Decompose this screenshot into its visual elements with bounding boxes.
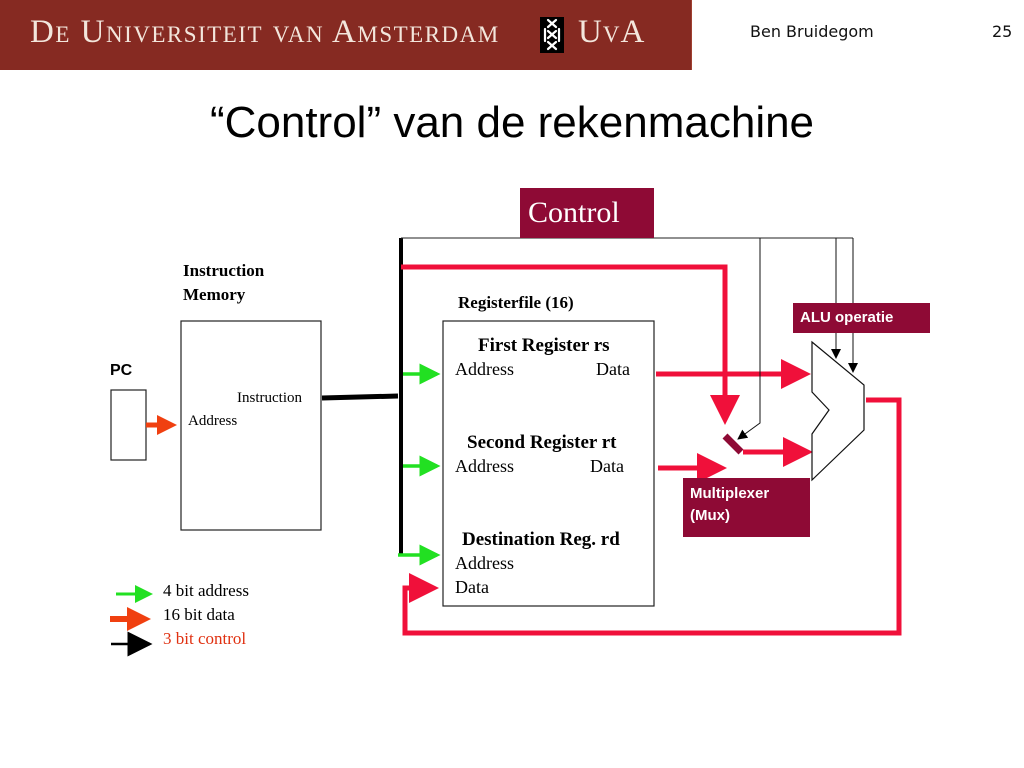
rs-data-label: Data (596, 359, 630, 379)
multiplexer-box: Multiplexer (Mux) (683, 478, 810, 537)
uva-crosses-logo-icon (540, 17, 564, 53)
immediate-data-path (401, 264, 740, 425)
rd-data-label: Data (455, 577, 489, 597)
address-port-label: Address (188, 413, 238, 429)
author-name: Ben Bruidegom (750, 22, 874, 41)
registerfile-title: Registerfile (16) (458, 293, 574, 312)
instruction-memory-title-line1: Instruction (183, 261, 265, 280)
mux-select-control-line (737, 238, 761, 440)
pc-label: PC (110, 362, 133, 379)
multiplexer-label-line2: (Mux) (690, 507, 730, 524)
instruction-memory-title-line2: Memory (183, 285, 246, 304)
rd-address-label: Address (455, 553, 514, 573)
first-register-label: First Register rs (478, 335, 610, 356)
registerfile-box (442, 320, 655, 607)
multiplexer-label-line1: Multiplexer (690, 485, 770, 502)
alu-operation-box: ALU operatie (793, 303, 930, 333)
instruction-memory-box (180, 320, 322, 531)
alu-shape (811, 340, 865, 482)
university-banner: De Universiteit van Amsterdam UvA (0, 0, 692, 70)
page-number: 25 (992, 22, 1013, 41)
alu-operation-label: ALU operatie (800, 309, 894, 326)
destination-register-label: Destination Reg. rd (462, 529, 620, 550)
legend-item-control: 3 bit control (163, 629, 247, 648)
alu-result-writeback (402, 397, 902, 636)
instruction-port-label: Instruction (237, 390, 302, 406)
second-register-label: Second Register rt (467, 432, 617, 453)
rs-address-label: Address (455, 359, 514, 379)
banner-text: De Universiteit van Amsterdam (30, 14, 500, 50)
uva-abbreviation: UvA (578, 14, 646, 50)
control-unit-box: Control (520, 188, 654, 238)
instruction-bus-link (321, 393, 399, 401)
rt-data-label: Data (590, 456, 624, 476)
multiplexer-mark (722, 433, 744, 455)
pc-register-box (110, 389, 147, 461)
legend-item-address: 4 bit address (163, 581, 249, 600)
rt-address-label: Address (455, 456, 514, 476)
slide-title: “Control” van de rekenmachine (209, 98, 815, 147)
legend-item-data: 16 bit data (163, 605, 235, 624)
control-label: Control (528, 196, 620, 229)
